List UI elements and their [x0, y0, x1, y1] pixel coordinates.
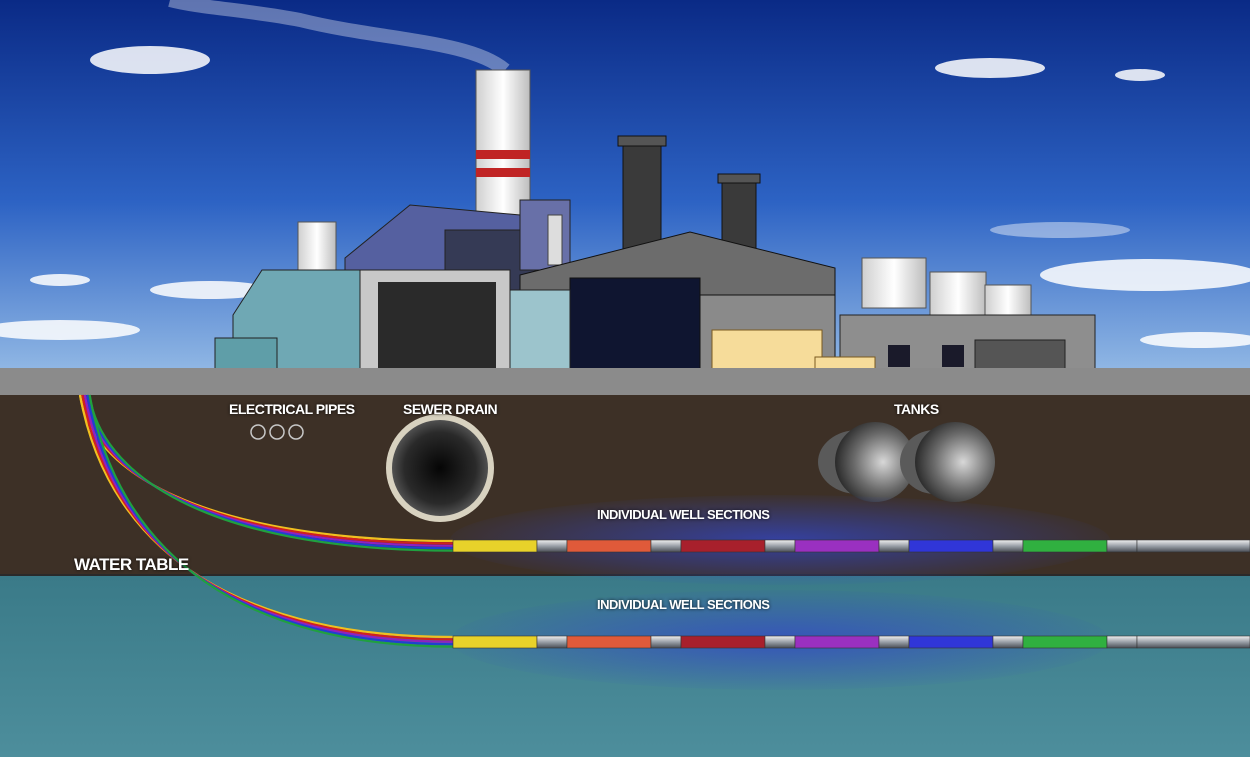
sewer-drain-label: SEWER DRAIN: [403, 401, 498, 417]
well-section: [680, 539, 766, 553]
well-section: [908, 539, 994, 553]
cable-strand: [88, 394, 454, 552]
tanks-label: TANKS: [894, 401, 939, 417]
well-sections-lower-label: INDIVIDUAL WELL SECTIONS: [597, 597, 770, 612]
pipe-joint: [992, 635, 1024, 649]
electrical-pipes-label: ELECTRICAL PIPES: [229, 401, 355, 417]
well-section: [566, 539, 652, 553]
pipe-joint: [1106, 539, 1138, 553]
water-table-label: WATER TABLE: [74, 555, 189, 574]
tanks: [818, 422, 995, 502]
upper-well-row: [452, 539, 1250, 553]
well-section: [794, 635, 880, 649]
lower-well-row: [452, 635, 1250, 649]
well-section: [566, 635, 652, 649]
well-section: [452, 635, 538, 649]
pipe-joint: [536, 635, 568, 649]
pipe-joint: [878, 635, 910, 649]
pipe-joint: [650, 635, 682, 649]
well-section: [452, 539, 538, 553]
feeder-cables: [78, 394, 454, 648]
cable-strand: [88, 394, 454, 648]
sewer-drain: [386, 414, 494, 522]
pipe-joint: [536, 539, 568, 553]
clouds: [0, 46, 1250, 348]
well-section: [1022, 635, 1108, 649]
well-rows: [452, 539, 1250, 649]
well-section: [1022, 539, 1108, 553]
ground-surface: [0, 368, 1250, 395]
well-sections-upper-label: INDIVIDUAL WELL SECTIONS: [597, 507, 770, 522]
pipe-joint: [992, 539, 1024, 553]
well-section: [680, 635, 766, 649]
well-section: [908, 635, 994, 649]
pipe-joint: [764, 635, 796, 649]
pipe-joint: [764, 539, 796, 553]
electrical-pipes: [250, 424, 304, 440]
pipe-joint: [878, 539, 910, 553]
blank-pipe: [1136, 635, 1250, 649]
blank-pipe: [1136, 539, 1250, 553]
pipe-joint: [650, 539, 682, 553]
smoke: [168, 0, 510, 76]
well-section: [794, 539, 880, 553]
pipe-joint: [1106, 635, 1138, 649]
